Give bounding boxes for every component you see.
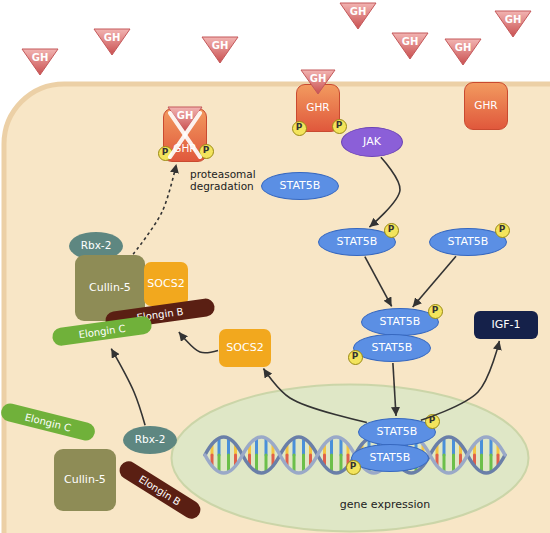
phosphate-circle: P — [428, 304, 443, 319]
igf-box: IGF-1 — [474, 311, 538, 339]
triangle-outline — [301, 70, 335, 94]
node-label: STAT5B — [380, 316, 421, 328]
cell-membrane — [4, 84, 550, 533]
node-label: P — [336, 121, 343, 131]
node-label: Rbx-2 — [135, 434, 166, 446]
hormone-triangle: GH — [340, 3, 376, 29]
arrow-connector — [369, 157, 400, 227]
node-label: Cullin-5 — [64, 474, 106, 486]
node-label: Elongin C — [78, 322, 126, 339]
receptor-box: GHR — [464, 82, 508, 130]
node-label: gene expression — [340, 499, 430, 511]
node-label: P — [499, 225, 506, 235]
arrow-connector — [111, 349, 145, 426]
hormone-triangle: GH — [202, 37, 238, 63]
kinase-ellipse: JAK — [341, 127, 403, 157]
stat-protein: STAT5B — [261, 172, 339, 200]
triangle-outline — [168, 107, 202, 131]
node-label: GH — [402, 36, 419, 47]
phosphate-circle: P — [495, 223, 510, 238]
protein-subunit: Rbx-2 — [123, 426, 177, 454]
node-label: GHR — [306, 102, 329, 114]
node-label: GH — [505, 14, 522, 25]
node-label: SOCS2 — [226, 342, 263, 354]
hormone-triangle: GH — [495, 11, 531, 37]
node-label: GHR — [474, 100, 497, 112]
hormone-triangle: GH — [392, 33, 428, 59]
arrow-connector — [179, 332, 218, 353]
phosphate-circle: P — [332, 119, 347, 134]
node-label: STAT5B — [337, 236, 378, 248]
node-label: Rbx-2 — [81, 240, 112, 252]
node-label: P — [203, 146, 210, 156]
node-label: STAT5B — [448, 236, 489, 248]
protein-subunit: Cullin-5 — [54, 449, 116, 511]
node-label: P — [296, 123, 303, 133]
node-label: JAK — [363, 136, 381, 148]
node-label: GH — [104, 32, 121, 43]
node-label: GH — [350, 6, 367, 17]
triangle-outline — [22, 49, 58, 75]
arrow-connector — [133, 164, 176, 254]
node-label: STAT5B — [280, 180, 321, 192]
node-label: Cullin-5 — [89, 282, 131, 294]
node-label: P — [350, 462, 357, 472]
triangle-outline — [392, 33, 428, 59]
triangle-outline — [340, 3, 376, 29]
stat-protein: STAT5B — [353, 334, 431, 362]
node-label: P — [352, 352, 359, 362]
triangle-outline — [495, 11, 531, 37]
triangle-outline — [202, 37, 238, 63]
phosphate-circle: P — [346, 460, 361, 475]
node-label: STAT5B — [372, 342, 413, 354]
phosphate-circle: P — [292, 121, 307, 136]
node-label: GH — [177, 110, 194, 121]
node-label: IGF-1 — [491, 319, 520, 331]
phosphate-circle: P — [348, 350, 363, 365]
protein-subunit: SOCS2 — [144, 262, 188, 306]
hormone-triangle: GH — [22, 49, 58, 75]
hormone-triangle: GH — [445, 39, 481, 65]
arrow-connector — [413, 256, 456, 307]
hormone-triangle: GH — [94, 29, 130, 55]
hormone-triangle: GH — [301, 70, 335, 94]
triangle-outline — [445, 39, 481, 65]
protein-subunit: SOCS2 — [219, 329, 271, 367]
phosphate-circle: P — [384, 223, 399, 238]
arrow-connector — [365, 257, 392, 307]
node-label: P — [388, 225, 395, 235]
node-label: GH — [212, 40, 229, 51]
node-label: P — [162, 148, 169, 158]
triangle-outline — [94, 29, 130, 55]
node-label: P — [432, 306, 439, 316]
edge-label: proteasomal degradation — [190, 168, 270, 192]
node-label: SOCS2 — [147, 278, 184, 290]
node-label: GH — [310, 73, 327, 84]
node-label: GH — [32, 52, 49, 63]
stat-protein: STAT5B — [351, 444, 429, 472]
node-label: STAT5B — [377, 426, 418, 438]
nucleus-outline — [172, 385, 529, 532]
node-label: GH — [455, 42, 472, 53]
node-label: STAT5B — [370, 452, 411, 464]
